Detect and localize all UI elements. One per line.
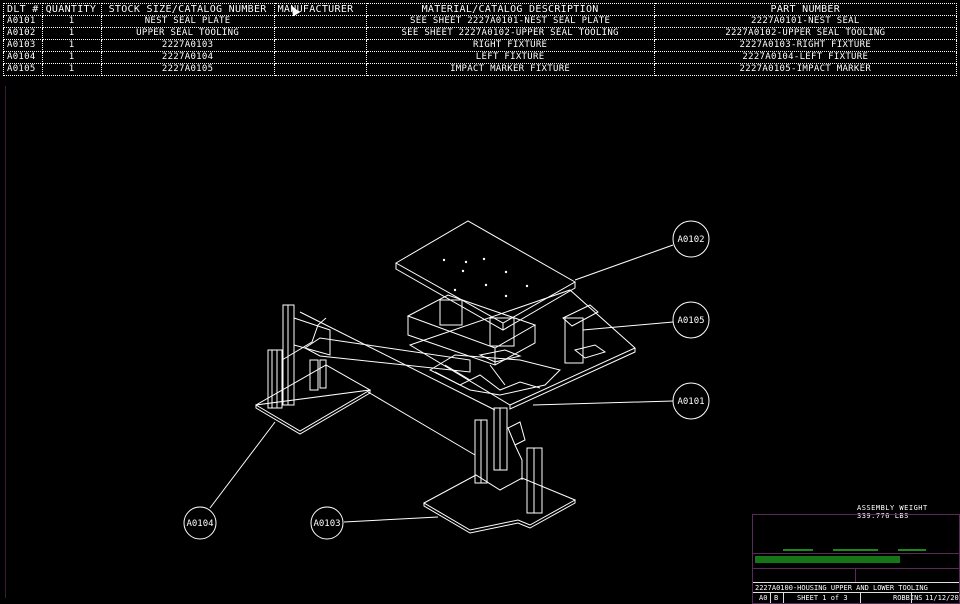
balloon-label: A0105 xyxy=(677,316,704,326)
divider xyxy=(770,592,771,603)
leader-lines xyxy=(209,244,674,523)
divider xyxy=(855,568,856,582)
top-plate xyxy=(394,220,577,331)
company-address-text xyxy=(783,549,813,551)
balloon-label: A0103 xyxy=(313,519,340,529)
sheet-size: A0 xyxy=(759,594,768,602)
bom-row: A0101 1 NEST SEAL PLATE SEE SHEET 2227A0… xyxy=(3,15,958,28)
divider xyxy=(783,592,784,603)
balloon-label: A0104 xyxy=(186,519,213,529)
bom-row: A0104 1 2227A0104 LEFT FIXTURE 2227A0104… xyxy=(3,51,958,64)
company-city-text xyxy=(833,549,878,551)
divider xyxy=(753,553,959,554)
cell-stock: 2227A0105 xyxy=(100,63,275,76)
bom-row: A0105 1 2227A0105 IMPACT MARKER FIXTURE … xyxy=(3,63,958,76)
connecting-frame xyxy=(299,311,496,456)
nest-seal-base xyxy=(408,289,636,410)
balloon-a0105[interactable]: A0105 xyxy=(672,301,710,339)
balloon-a0102[interactable]: A0102 xyxy=(672,220,710,258)
balloon-a0104[interactable]: A0104 xyxy=(183,506,217,540)
title-block: 2227A0100-HOUSING UPPER AND LOWER TOOLIN… xyxy=(752,514,960,604)
balloon-a0101[interactable]: A0101 xyxy=(672,382,710,420)
right-fixture xyxy=(422,407,577,534)
divider xyxy=(753,592,959,593)
viewport-border xyxy=(5,86,6,598)
divider xyxy=(753,568,959,569)
assembly-weight: ASSEMBLY WEIGHT 339.776 LBS xyxy=(857,504,928,520)
divider xyxy=(860,592,861,603)
drawing-title: 2227A0100-HOUSING UPPER AND LOWER TOOLIN… xyxy=(755,584,928,592)
balloon-label: A0101 xyxy=(677,397,704,407)
date: 11/12/2015 xyxy=(925,594,960,602)
drawn-by: ROBBINS xyxy=(893,594,923,602)
left-fixture xyxy=(255,304,372,435)
divider xyxy=(753,582,959,583)
divider xyxy=(911,592,912,603)
balloon-label: A0102 xyxy=(677,235,704,245)
revision: B xyxy=(774,594,779,602)
proprietary-notice-text xyxy=(755,556,900,563)
sheet-number: SHEET 1 of 3 xyxy=(797,594,848,602)
cell-part: 2227A0105-IMPACT MARKER xyxy=(653,63,958,76)
cell-qty: 1 xyxy=(41,63,102,76)
balloon-a0103[interactable]: A0103 xyxy=(310,506,344,540)
company-phone-text xyxy=(898,549,926,551)
bill-of-materials-table: DLT # QUANTITY STOCK SIZE/CATALOG NUMBER… xyxy=(3,3,958,76)
